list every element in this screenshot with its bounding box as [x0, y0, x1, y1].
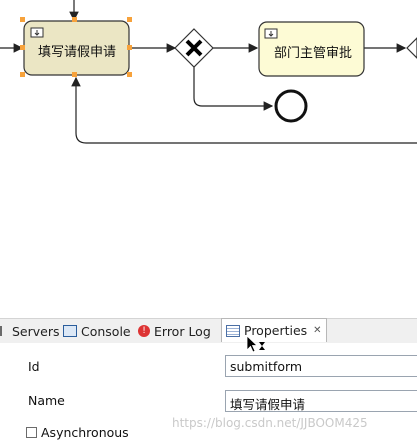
id-field[interactable]: submitform: [225, 355, 417, 377]
process-diagram-canvas[interactable]: 填写请假申请 部门主管审批: [0, 0, 417, 316]
console-icon: [63, 325, 77, 337]
properties-panel: Id submitform Name 填写请假申请 Asynchronous: [0, 343, 417, 440]
selection-handles[interactable]: [20, 17, 132, 77]
error-log-icon: !: [138, 325, 150, 337]
tab-console[interactable]: Console: [63, 319, 131, 343]
diagram-svg: [0, 0, 417, 144]
id-label: Id: [28, 359, 40, 374]
tab-error-log[interactable]: ! Error Log: [138, 319, 211, 343]
tab-servers[interactable]: Servers: [0, 319, 60, 343]
watermark: https://blog.csdn.net/JJBOOM425: [172, 416, 368, 430]
asynchronous-label: Asynchronous: [41, 425, 129, 440]
mouse-cursor-icon: [246, 335, 265, 353]
gateway-x-icon: [185, 39, 203, 57]
servers-icon: [0, 326, 8, 336]
flow-return-loop[interactable]: [71, 76, 417, 144]
view-tab-bar: Servers Console ! Error Log Properties ✕: [0, 318, 417, 344]
task1-label: 填写请假申请: [38, 45, 117, 60]
task-manager-approval[interactable]: [258, 21, 365, 77]
gateway-partial-right[interactable]: [406, 37, 417, 59]
tab-properties[interactable]: Properties ✕: [221, 318, 327, 342]
properties-icon: [226, 324, 240, 337]
close-tab-icon[interactable]: ✕: [313, 325, 322, 336]
name-label: Name: [28, 393, 65, 408]
end-event[interactable]: [274, 89, 308, 123]
task2-label: 部门主管审批: [274, 46, 353, 61]
asynchronous-checkbox[interactable]: [26, 427, 37, 438]
flow-gateway-to-end[interactable]: [193, 67, 274, 111]
name-field[interactable]: 填写请假申请: [225, 390, 417, 412]
